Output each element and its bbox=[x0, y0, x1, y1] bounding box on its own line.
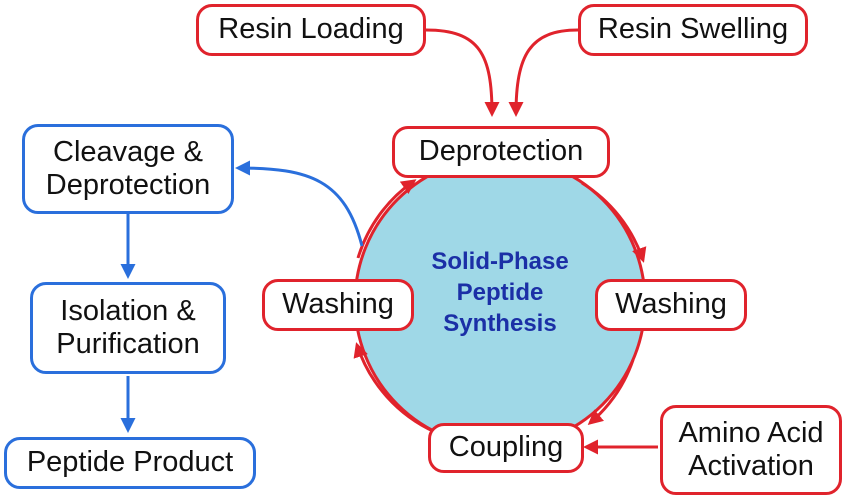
coupling-box: Coupling bbox=[428, 423, 584, 473]
washing-left-box: Washing bbox=[262, 279, 414, 331]
cycle-title: Solid-Phase Peptide Synthesis bbox=[372, 246, 628, 340]
arrow-resin-loading-to-deprotection bbox=[425, 28, 500, 117]
cycle-title-line-1: Solid-Phase bbox=[431, 248, 569, 275]
isolation-purification-line-1: Isolation & bbox=[60, 294, 196, 327]
washing-left-label: Washing bbox=[282, 288, 394, 321]
arrow-coupling-to-washing bbox=[353, 342, 436, 434]
cleavage-deprotection-line-1: Cleavage & bbox=[53, 135, 203, 168]
isolation-purification-line-2: Purification bbox=[56, 328, 200, 360]
washing-right-label: Washing bbox=[615, 288, 727, 321]
cycle-title-line-2: Peptide bbox=[456, 279, 544, 307]
deprotection-label: Deprotection bbox=[418, 135, 584, 168]
resin-swelling-label: Resin Swelling bbox=[597, 13, 789, 46]
washing-right-box: Washing bbox=[595, 279, 747, 331]
resin-loading-box: Resin Loading bbox=[196, 4, 426, 56]
coupling-label: Coupling bbox=[448, 431, 564, 464]
cycle-title-line-3: Synthesis bbox=[443, 310, 557, 338]
arrow-deprotection-to-washing bbox=[581, 181, 647, 263]
arrow-washing-to-deprotection bbox=[356, 179, 417, 259]
arrow-resin-swelling-to-deprotection bbox=[508, 28, 579, 117]
amino-acid-activation-line-2: Activation bbox=[688, 450, 814, 482]
peptide-product-box: Peptide Product bbox=[4, 437, 256, 489]
amino-acid-activation-box: Amino Acid Activation bbox=[660, 405, 842, 495]
deprotection-box: Deprotection bbox=[392, 126, 610, 178]
arrow-washing-to-coupling bbox=[587, 359, 635, 425]
amino-acid-activation-line-1: Amino Acid bbox=[678, 416, 824, 449]
cleavage-deprotection-line-2: Deprotection bbox=[45, 169, 211, 201]
cleavage-deprotection-box: Cleavage & Deprotection bbox=[22, 124, 234, 214]
resin-swelling-box: Resin Swelling bbox=[578, 4, 808, 56]
resin-loading-label: Resin Loading bbox=[218, 13, 404, 46]
arrow-cycle-to-cleavage bbox=[235, 160, 364, 247]
peptide-product-label: Peptide Product bbox=[26, 446, 234, 479]
isolation-purification-box: Isolation & Purification bbox=[30, 282, 226, 374]
